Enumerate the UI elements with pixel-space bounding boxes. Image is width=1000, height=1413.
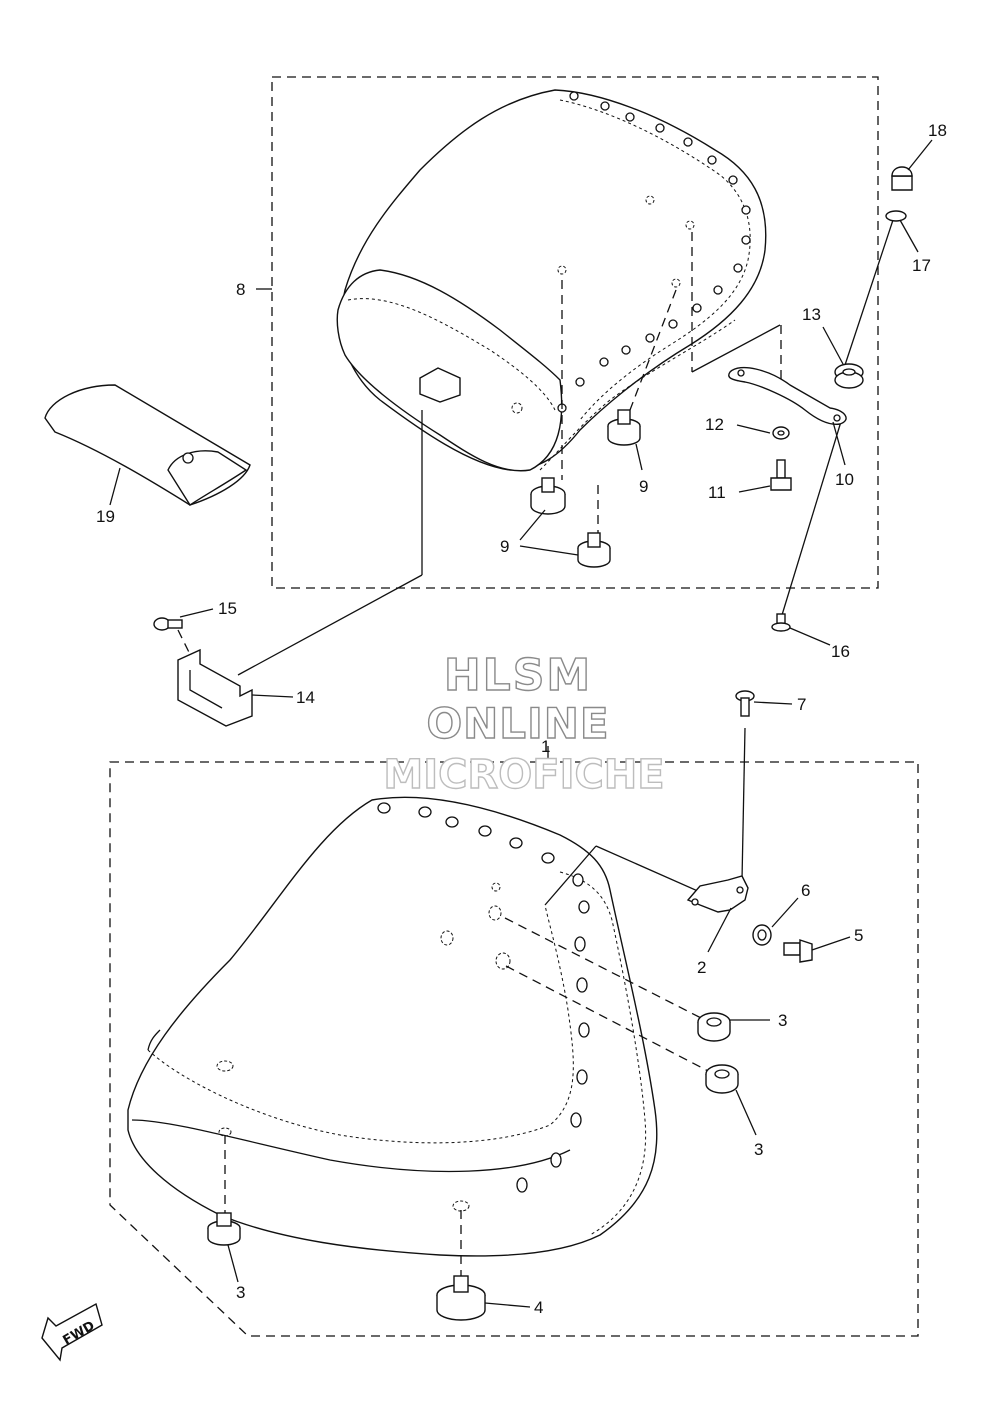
damper-9-rear-a xyxy=(530,477,566,515)
bolt-7 xyxy=(735,690,755,717)
callout-3: 3 xyxy=(778,1011,787,1030)
rear-seat xyxy=(336,89,767,472)
watermark: HLSM ONLINE MICROFICHE xyxy=(383,649,666,798)
damper-3-c xyxy=(207,1212,241,1246)
callout-1: 1 xyxy=(541,737,550,756)
front-seat-group-boundary xyxy=(109,761,919,1337)
callout-9: 9 xyxy=(500,537,509,556)
callout-19: 19 xyxy=(96,507,115,526)
callout-6: 6 xyxy=(801,881,810,900)
damper-9-rear-b xyxy=(607,409,641,446)
bolt-5 xyxy=(783,939,813,963)
callout-leaders xyxy=(109,139,933,1308)
callout-17: 17 xyxy=(912,256,931,275)
washer-17 xyxy=(885,210,907,222)
callout-13: 13 xyxy=(802,305,821,324)
rear-seat-group-boundary xyxy=(271,76,879,589)
callout-3: 3 xyxy=(754,1140,763,1159)
callout-12: 12 xyxy=(705,415,724,434)
callout-8: 8 xyxy=(236,280,245,299)
bracket-2 xyxy=(686,875,749,913)
callout-10: 10 xyxy=(835,470,854,489)
damper-3-b xyxy=(705,1064,739,1094)
rear-seat-mount-lines xyxy=(237,219,894,676)
callout-11: 11 xyxy=(708,483,726,502)
watermark-line1: HLSM xyxy=(444,650,592,701)
callout-2: 2 xyxy=(697,958,706,977)
bolt-15 xyxy=(153,617,183,631)
callout-16: 16 xyxy=(831,642,850,661)
damper-4 xyxy=(436,1275,486,1321)
bolt-16 xyxy=(771,613,791,632)
bracket-14 xyxy=(177,648,253,727)
cap-nut-18 xyxy=(891,166,913,191)
washer-12 xyxy=(772,426,790,440)
callout-7: 7 xyxy=(797,695,806,714)
plate-19 xyxy=(44,384,251,506)
damper-9-rear-c xyxy=(577,532,611,568)
watermark-line2: ONLINE xyxy=(426,699,609,748)
callout-4: 4 xyxy=(534,1298,543,1317)
callout-14: 14 xyxy=(296,688,315,707)
callout-9: 9 xyxy=(639,477,648,496)
front-seat xyxy=(127,796,658,1257)
callout-18: 18 xyxy=(928,121,947,140)
bolt-11 xyxy=(770,459,792,491)
callout-3: 3 xyxy=(236,1283,245,1302)
grommet-13 xyxy=(834,363,864,389)
callout-15: 15 xyxy=(218,599,237,618)
watermark-line3: MICROFICHE xyxy=(383,752,664,798)
bracket-10 xyxy=(728,366,847,425)
fwd-arrow-icon: FWD xyxy=(41,1302,103,1362)
front-seat-mount-lines xyxy=(224,727,746,1282)
damper-3-a xyxy=(697,1012,731,1042)
washer-6 xyxy=(752,924,772,946)
callout-5: 5 xyxy=(854,926,863,945)
